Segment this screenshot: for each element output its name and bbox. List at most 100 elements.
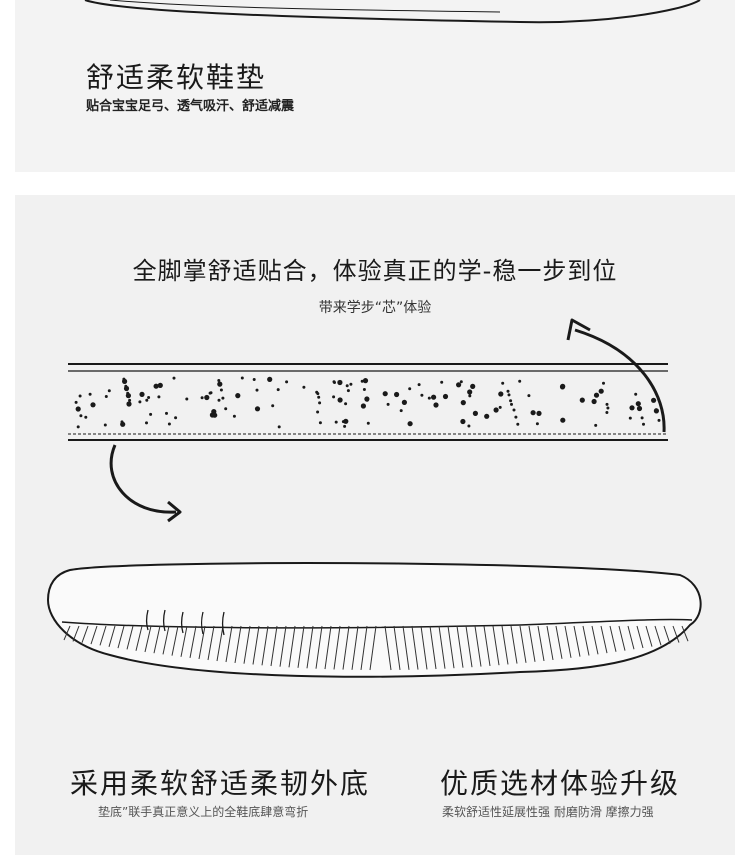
- foam-dot: [493, 407, 499, 413]
- tread-rib: [288, 625, 296, 668]
- sole-cross-section: [68, 363, 668, 441]
- tread-rib: [225, 625, 233, 663]
- foam-dot: [401, 399, 407, 405]
- foam-dot: [126, 401, 132, 407]
- tread-rib: [663, 625, 671, 645]
- tread-rib: [528, 625, 536, 662]
- tread-rib: [117, 625, 125, 649]
- tread-rib: [555, 625, 563, 659]
- foam-dot: [636, 405, 643, 412]
- tread-rib: [243, 625, 251, 664]
- foam-dot: [235, 393, 241, 399]
- foam-dot: [334, 420, 338, 424]
- foam-dot: [217, 379, 221, 382]
- foam-dot: [349, 382, 353, 386]
- foam-dot: [204, 394, 210, 401]
- foam-dot: [560, 417, 566, 423]
- tread-rib: [672, 625, 680, 643]
- tread-rib: [180, 625, 188, 657]
- tread-rib: [333, 625, 341, 670]
- foam-dot: [138, 400, 142, 404]
- tread-rib: [618, 625, 626, 651]
- outsole-subtitle: 垫底”联手真正意义上的全鞋底肆意弯折: [98, 805, 309, 819]
- foam-dot: [594, 423, 598, 427]
- tread-rib: [144, 625, 152, 653]
- tread-rib: [501, 625, 509, 665]
- foam-dot: [343, 424, 347, 428]
- foam-dot: [407, 421, 413, 427]
- foam-dot: [78, 394, 82, 398]
- tread-rib: [315, 625, 323, 669]
- tread-rib: [483, 625, 491, 666]
- foam-dot: [224, 407, 228, 411]
- tread-rib: [279, 625, 287, 667]
- foam-dot: [153, 383, 159, 389]
- foam-dot: [442, 393, 449, 400]
- foam-dot: [120, 421, 126, 427]
- foam-dot: [507, 393, 511, 397]
- foam-dot: [420, 393, 424, 397]
- tread-rib: [393, 625, 401, 670]
- foam-dot: [332, 395, 336, 399]
- foam-dot: [635, 401, 641, 407]
- tread-rib: [90, 625, 98, 645]
- foam-dot: [559, 384, 566, 390]
- tread-rib: [429, 625, 437, 670]
- foam-dot: [232, 414, 236, 418]
- foam-dot: [470, 383, 476, 389]
- tread-rib: [306, 625, 314, 669]
- foam-dot: [277, 425, 281, 429]
- foam-dot: [107, 389, 111, 393]
- foam-dot: [252, 378, 256, 381]
- foam-dot: [498, 405, 502, 409]
- foam-dot: [217, 398, 221, 402]
- foam-dot: [433, 402, 439, 408]
- insole-inner-line: [109, 0, 501, 13]
- foam-dot: [498, 391, 504, 397]
- foam-dot: [427, 396, 431, 400]
- tread-rib: [162, 625, 170, 655]
- foam-dot: [254, 406, 261, 412]
- tread-rib: [270, 625, 278, 667]
- foam-dot: [640, 416, 644, 420]
- foam-dot: [591, 398, 597, 405]
- foam-dot: [431, 394, 437, 400]
- tread-rib: [600, 625, 608, 654]
- tread-rib: [108, 625, 116, 647]
- tread-rib: [63, 625, 71, 641]
- tread-rib: [72, 625, 80, 642]
- foam-dot: [200, 396, 204, 400]
- tread-rib: [537, 625, 545, 661]
- foam-dot: [157, 395, 161, 399]
- main-subheadline: 带来学步“芯”体验: [318, 300, 432, 316]
- foam-dot: [642, 422, 645, 426]
- foam-dot: [460, 400, 466, 406]
- foam-dot: [255, 388, 259, 392]
- foam-dot: [332, 380, 336, 384]
- foam-dot: [318, 401, 322, 405]
- foam-dot: [536, 410, 542, 416]
- foam-dot: [76, 425, 80, 429]
- foam-dot: [605, 402, 609, 406]
- foam-dot: [365, 398, 369, 402]
- foam-dot: [208, 391, 212, 395]
- tread-rib: [369, 625, 377, 671]
- foam-dot: [518, 379, 522, 383]
- tread-rib: [360, 625, 368, 670]
- foam-dot: [417, 383, 421, 387]
- foam-dot: [174, 416, 178, 420]
- foam-dot: [75, 406, 81, 412]
- foam-dot: [128, 398, 132, 402]
- foam-dot: [408, 387, 412, 391]
- foam-dot: [602, 381, 605, 385]
- flex-lines: [145, 609, 225, 636]
- tread-rib: [216, 625, 224, 662]
- foam-dot: [360, 403, 366, 409]
- foam-dot: [79, 414, 83, 418]
- insole-subtitle: 贴合宝宝足弓、透气吸汗、舒适减震: [86, 99, 295, 114]
- curved-arrow-up: [574, 328, 666, 433]
- foam-dot: [240, 376, 244, 380]
- foam-dot: [509, 399, 513, 403]
- tread-rib: [207, 625, 215, 661]
- tread-rib: [591, 625, 599, 655]
